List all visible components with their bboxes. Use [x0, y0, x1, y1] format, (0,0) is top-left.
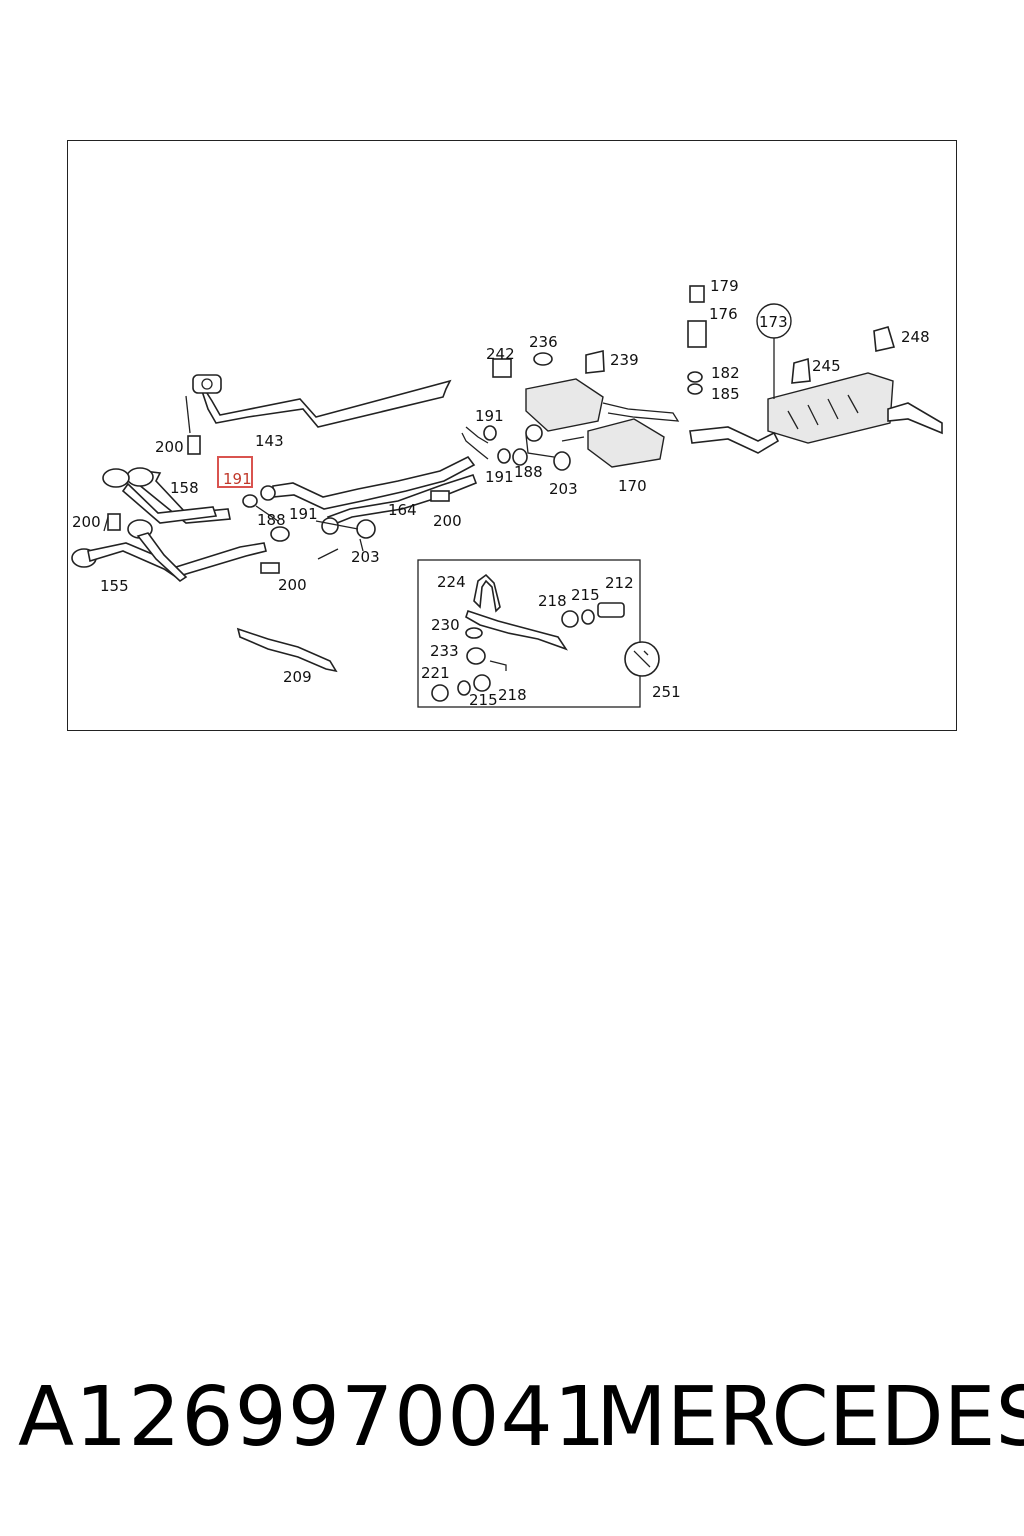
label-158: 158 [170, 479, 199, 497]
label-170: 170 [618, 477, 647, 495]
highlight-box [217, 456, 253, 488]
label-215-b: 215 [469, 691, 498, 709]
label-203-b: 203 [351, 548, 380, 566]
callout-173-circle [756, 303, 792, 339]
label-173: 173 [759, 313, 788, 331]
label-233: 233 [430, 642, 459, 660]
label-218-a: 218 [538, 592, 567, 610]
label-191-b: 191 [485, 468, 514, 486]
label-188-b: 188 [257, 511, 286, 529]
label-251: 251 [652, 683, 681, 701]
label-200-c: 200 [433, 512, 462, 530]
label-212: 212 [605, 574, 634, 592]
leader-lines [103, 337, 775, 532]
bracket-209 [236, 627, 338, 673]
fasteners [107, 285, 896, 574]
label-245: 245 [812, 357, 841, 375]
label-242: 242 [486, 345, 515, 363]
label-218-b: 218 [498, 686, 527, 704]
pipe-158 [102, 467, 231, 524]
label-188-a: 188 [514, 463, 543, 481]
label-221: 221 [421, 664, 450, 682]
silencer-173 [689, 372, 943, 454]
label-176: 176 [709, 305, 738, 323]
label-179: 179 [710, 277, 739, 295]
label-215-a: 215 [571, 586, 600, 604]
label-209: 209 [283, 668, 312, 686]
label-230: 230 [431, 616, 460, 634]
brand-name: MERCEDES [596, 1370, 1024, 1465]
label-200-a: 200 [155, 438, 184, 456]
pipe-155 [71, 519, 267, 583]
label-182: 182 [711, 364, 740, 382]
label-143: 143 [255, 432, 284, 450]
label-200-b: 200 [72, 513, 101, 531]
exhaust-system-diagram: 179 176 173 248 242 236 239 182 185 245 … [71, 277, 943, 709]
label-191-highlighted: 191 [223, 470, 252, 488]
label-191-a: 191 [475, 407, 504, 425]
label-248: 248 [901, 328, 930, 346]
inset-box [417, 559, 660, 708]
label-185: 185 [711, 385, 740, 403]
pipe-143 [192, 374, 452, 428]
label-239: 239 [610, 351, 639, 369]
part-number: A1269970041 [18, 1370, 607, 1465]
label-203-a: 203 [549, 480, 578, 498]
label-155: 155 [100, 577, 129, 595]
label-200-d: 200 [278, 576, 307, 594]
silencer-170 [525, 378, 680, 468]
label-224: 224 [437, 573, 466, 591]
label-191-c: 191 [289, 505, 318, 523]
label-164: 164 [388, 501, 417, 519]
pipe-164 [272, 455, 478, 527]
label-236: 236 [529, 333, 558, 351]
parts-diagram: 179 176 173 248 242 236 239 182 185 245 … [67, 140, 957, 731]
